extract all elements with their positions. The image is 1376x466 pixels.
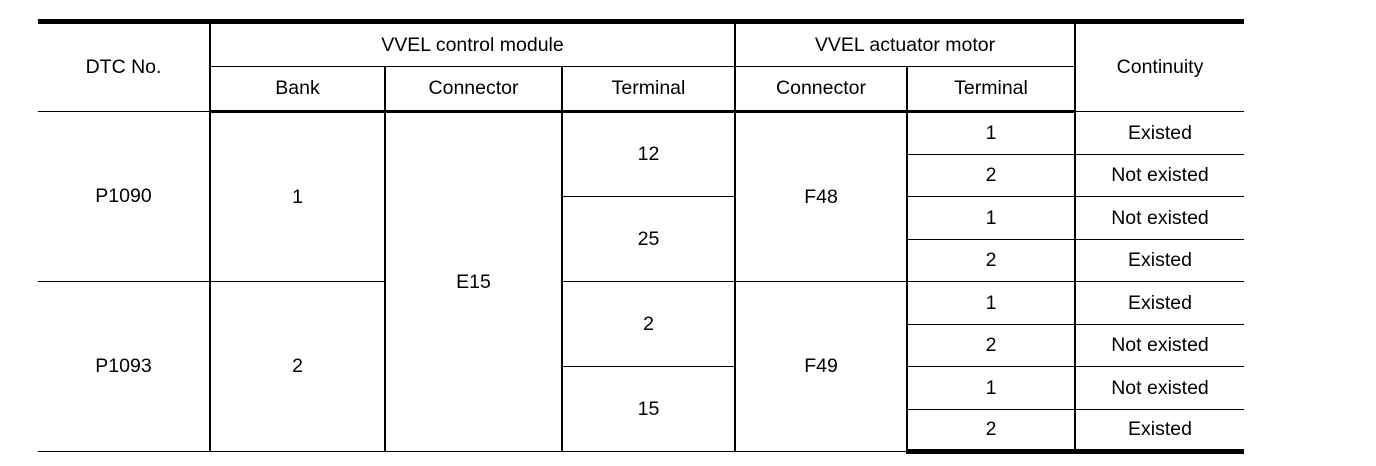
dtc-continuity-table-container: DTC No. VVEL control module VVEL actuato… — [38, 19, 1244, 454]
table-row: 25 1 Not existed — [38, 196, 1244, 282]
cell-module-connector: E15 — [384, 111, 563, 452]
header-continuity: Continuity — [1074, 19, 1244, 112]
cell-continuity: Existed — [1074, 238, 1244, 282]
table-row: 2 Existed — [38, 408, 1244, 454]
cell-motor-terminal: 1 — [906, 196, 1076, 240]
table-row: 2 Not existed — [38, 323, 1244, 367]
cell-motor-terminal: 1 — [906, 281, 1076, 325]
cell-motor-connector: F48 — [734, 111, 908, 282]
cell-motor-terminal: 2 — [906, 153, 1076, 197]
cell-motor-terminal: 1 — [906, 366, 1076, 410]
header-module-terminal: Terminal — [561, 66, 736, 113]
dtc-continuity-table: DTC No. VVEL control module VVEL actuato… — [38, 19, 1244, 454]
table-row: P1090 1 E15 12 F48 1 Existed — [38, 111, 1244, 452]
cell-motor-terminal: 2 — [906, 323, 1076, 367]
cell-continuity: Not existed — [1074, 196, 1244, 240]
header-group-vvel-actuator-motor: VVEL actuator motor — [734, 19, 1076, 67]
cell-continuity: Existed — [1074, 408, 1244, 454]
cell-dtc-no: P1093 — [38, 281, 211, 452]
header-motor-connector: Connector — [734, 66, 908, 113]
cell-motor-terminal: 2 — [906, 238, 1076, 282]
table-row: P1093 2 2 F49 1 Existed — [38, 281, 1244, 452]
table-header-row-sub: Bank Connector Terminal Connector Termin… — [38, 66, 1244, 113]
cell-continuity: Not existed — [1074, 153, 1244, 197]
header-motor-terminal: Terminal — [906, 66, 1076, 113]
cell-motor-connector: F49 — [734, 281, 908, 452]
cell-module-terminal: 15 — [561, 366, 736, 452]
table-row: 15 1 Not existed — [38, 366, 1244, 452]
cell-motor-terminal: 2 — [906, 408, 1076, 454]
cell-module-terminal: 12 — [561, 111, 736, 197]
header-group-vvel-control-module: VVEL control module — [209, 19, 736, 67]
table-row: 2 Existed — [38, 238, 1244, 282]
cell-module-terminal: 25 — [561, 196, 736, 282]
cell-dtc-no: P1090 — [38, 111, 211, 282]
cell-continuity: Existed — [1074, 111, 1244, 155]
table-header-row-group: DTC No. VVEL control module VVEL actuato… — [38, 19, 1244, 112]
header-dtc-no: DTC No. — [38, 19, 211, 112]
header-module-connector: Connector — [384, 66, 563, 113]
cell-module-terminal: 2 — [561, 281, 736, 367]
cell-continuity: Not existed — [1074, 366, 1244, 410]
cell-motor-terminal: 1 — [906, 111, 1076, 155]
cell-bank: 2 — [209, 281, 386, 452]
header-bank: Bank — [209, 66, 386, 113]
cell-continuity: Not existed — [1074, 323, 1244, 367]
cell-bank: 1 — [209, 111, 386, 282]
cell-continuity: Existed — [1074, 281, 1244, 325]
